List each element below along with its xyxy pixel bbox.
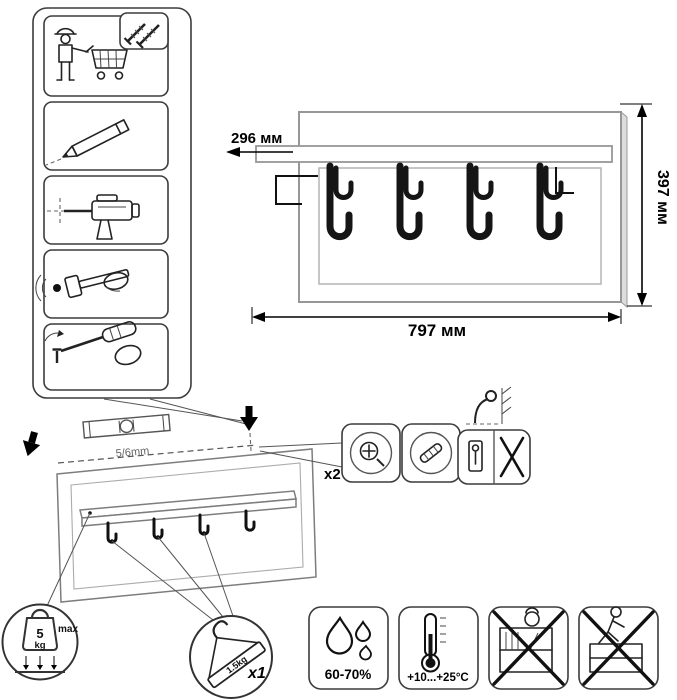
dim-width: 797 мм: [251, 307, 622, 340]
water-drops-icon: [325, 615, 372, 661]
step-plug-box: [43, 249, 169, 319]
dim-height: 397 мм: [620, 103, 671, 307]
step-drill-box: [43, 175, 169, 245]
no-heavy-objects-box: [488, 606, 569, 690]
mounted-shelf-front: [81, 498, 297, 527]
weight-icon: 5 kg: [21, 608, 59, 651]
wall-hook-icon: [466, 386, 512, 425]
hardware-box: [119, 12, 169, 50]
step-mark-box: [43, 101, 169, 171]
mounted-panel-inner: [70, 462, 304, 590]
screws-icon: [123, 23, 160, 49]
dim-height-label: 397 мм: [654, 170, 671, 225]
fastener-count-label: x2: [324, 466, 341, 483]
thermometer-icon: [421, 613, 446, 673]
steps-panel: [32, 7, 192, 399]
panel-inner-frame: [318, 167, 602, 285]
temperature-box: +10...+25°C: [398, 606, 479, 690]
humidity-label: 60-70%: [325, 667, 372, 682]
limit-circle: [189, 615, 273, 699]
dim-depth: 296 мм: [226, 130, 293, 157]
pencil-mark-icon: [45, 119, 130, 166]
dim-depth-label: 296 мм: [231, 130, 282, 147]
wire-bracket-right: [555, 167, 574, 194]
temperature-label: +10...+25°C: [407, 672, 469, 684]
conditions-row: 60-70% +10...+25°C: [308, 606, 659, 690]
hammer-dowel-icon: [35, 268, 130, 302]
coat-hook: [326, 162, 354, 241]
down-arrow-icon: [240, 406, 258, 431]
person-cart-icon: [54, 27, 128, 81]
product-drawing: 296 мм 397 мм 797 мм: [226, 103, 671, 340]
coat-hook: [466, 162, 494, 241]
drill-marking-line: [57, 444, 258, 464]
no-climbing-icon: [582, 606, 655, 686]
hook-load-limit: 1.5kg x1: [189, 615, 273, 699]
wire-bracket-left: [275, 175, 318, 205]
shelf-limit-unit: kg: [34, 640, 45, 651]
shelf-limit-value: 5: [36, 626, 43, 641]
cam-fastener-icon: [341, 423, 401, 483]
shelf: [255, 145, 613, 163]
screwdriver-icon: [44, 321, 142, 366]
shelf-load-limit: 5 kg max: [1, 603, 79, 681]
step-screw-box: [43, 323, 169, 391]
mini-hook: [244, 509, 256, 532]
down-arrow-icon: [22, 431, 41, 457]
shelf-limit-max-label: max: [58, 624, 78, 635]
coat-hook: [396, 162, 424, 241]
load-arrows: [15, 656, 65, 673]
spirit-level-icon: [82, 413, 171, 439]
hook-limit-count: x1: [247, 665, 266, 682]
dim-width-label: 797 мм: [408, 321, 466, 340]
no-climbing-box: [578, 606, 659, 690]
coat-hook: [536, 162, 564, 241]
drill-icon: [47, 194, 140, 240]
drill-note-label: 5/6mm: [115, 445, 150, 460]
humidity-box: 60-70%: [308, 606, 389, 690]
wrong-fastener-crossed-icon: [457, 429, 531, 485]
wall-plug-icon: [401, 423, 461, 483]
mounting-diagram: 5/6mm x2: [22, 386, 531, 621]
no-heavy-objects-icon: [492, 607, 565, 686]
